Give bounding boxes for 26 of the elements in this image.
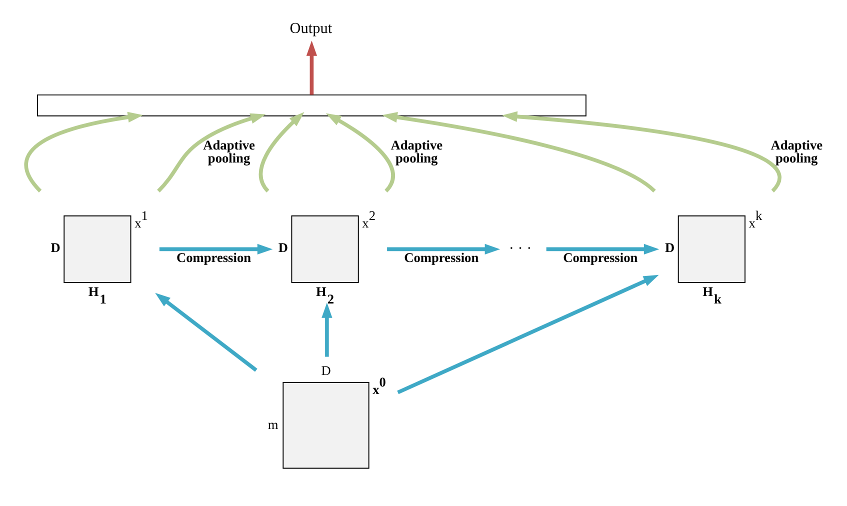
arrow — [157, 113, 266, 192]
arrow — [387, 244, 500, 255]
edge-label: Adaptive pooling — [770, 137, 823, 166]
edge-label: Compression — [404, 250, 479, 265]
node-label: m — [268, 416, 278, 432]
arrow — [258, 112, 304, 192]
arrow — [24, 112, 144, 192]
node-label: D — [665, 240, 675, 255]
edge-label: Compression — [563, 250, 638, 265]
arrow — [322, 302, 332, 357]
arrow — [159, 244, 273, 255]
node-label: D — [278, 240, 288, 255]
node-text: Output — [290, 20, 332, 37]
arrow — [546, 244, 660, 255]
node-label: D — [50, 240, 60, 255]
edge-label: Adaptive pooling — [203, 137, 255, 166]
arrow — [326, 113, 395, 192]
node-text: · · · — [508, 240, 532, 257]
node-label: D — [321, 363, 331, 378]
arrow — [397, 274, 659, 394]
arrow — [155, 292, 258, 372]
arrow — [382, 112, 656, 193]
edge-label: Adaptive pooling — [390, 137, 443, 166]
edge-label: Compression — [176, 250, 252, 265]
node-bar — [36, 94, 586, 116]
arrow — [306, 40, 318, 95]
